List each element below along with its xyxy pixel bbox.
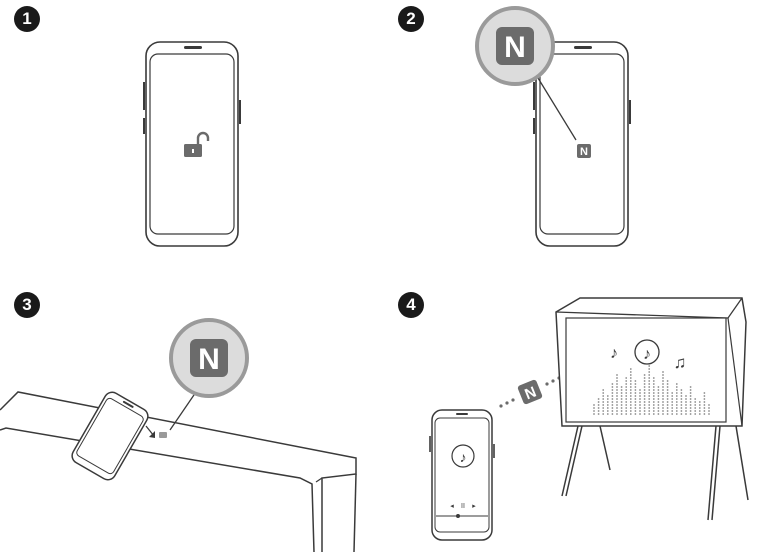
svg-text:♪: ♪ — [643, 346, 651, 363]
nfc-callout-line-3 — [169, 391, 197, 431]
next-control: ▸ — [472, 503, 476, 510]
step-1-badge: 1 — [14, 6, 40, 32]
step-2-badge: 2 — [398, 6, 424, 32]
svg-text:N: N — [198, 343, 220, 376]
svg-text:♪: ♪ — [460, 449, 467, 465]
nfc-icon — [496, 27, 534, 65]
nfc-small-icon: N — [577, 144, 591, 158]
step-4-badge: 4 — [398, 292, 424, 318]
svg-text:N: N — [580, 146, 588, 158]
music-note-icon — [451, 444, 475, 468]
step-3-badge: 3 — [14, 292, 40, 318]
unlock-icon — [184, 131, 210, 157]
music-note-icon — [634, 339, 660, 365]
panel-3-phone — [71, 391, 149, 481]
nfc-transfer-icon: N — [517, 379, 543, 405]
speaker-nfc-mark — [159, 432, 167, 438]
nfc-icon — [190, 339, 228, 377]
easel-tv: ♪ ♪ ♫ — [555, 297, 749, 521]
pause-control: II — [461, 503, 465, 510]
nfc-magnifier-3: N — [169, 318, 249, 398]
transfer-dots — [499, 376, 561, 408]
nfc-callout-line — [537, 77, 577, 141]
svg-text:N: N — [504, 31, 526, 64]
prev-control: ◂ — [450, 503, 454, 510]
equalizer-bars — [593, 365, 710, 415]
svg-text:♫: ♫ — [674, 353, 687, 372]
panel-3-speaker — [0, 391, 357, 552]
nfc-magnifier: N — [475, 6, 555, 86]
svg-text:♪: ♪ — [610, 345, 618, 362]
panel-4-phone: ♪ ◂ II ▸ — [429, 409, 495, 541]
